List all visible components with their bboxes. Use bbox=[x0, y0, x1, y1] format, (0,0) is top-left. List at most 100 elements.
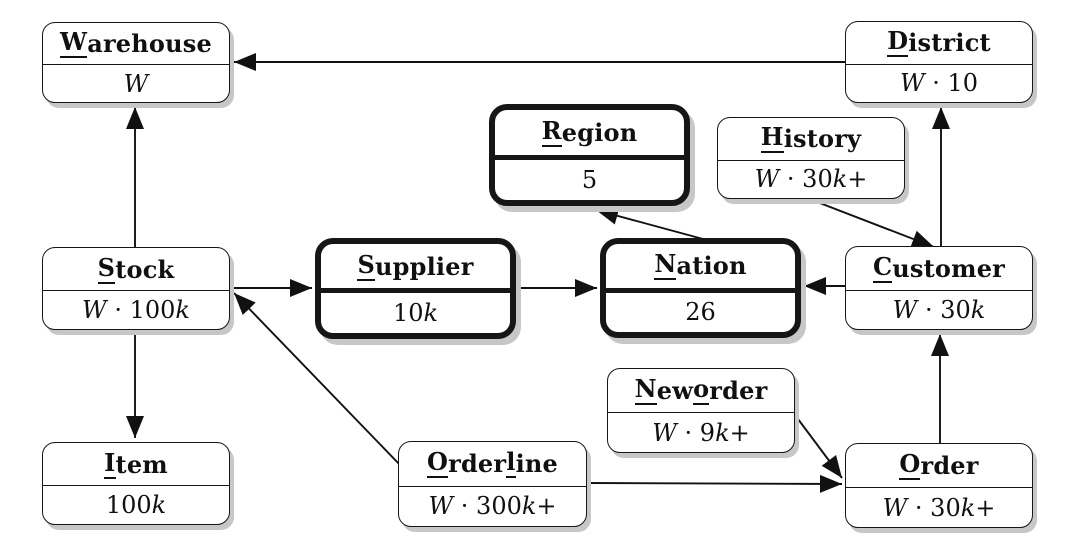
cardinality-text: + bbox=[975, 493, 996, 522]
cardinality-text: · 30 bbox=[907, 493, 961, 522]
cardinality-text: + bbox=[847, 165, 868, 194]
cardinality-text: k bbox=[423, 299, 439, 328]
cardinality-text: W bbox=[754, 165, 780, 194]
title-key-letter: H bbox=[760, 122, 784, 154]
cardinality-text: W bbox=[82, 296, 107, 325]
cardinality-text: · 100 bbox=[106, 296, 176, 325]
cardinality-text: W bbox=[899, 69, 925, 98]
title-text: ew bbox=[656, 376, 694, 406]
title-key-letter: O bbox=[899, 449, 921, 481]
cardinality-text: + bbox=[536, 492, 557, 521]
arrow-nation-to-region bbox=[595, 207, 704, 240]
cardinality-text: 5 bbox=[581, 165, 598, 194]
cardinality-text: · 300 bbox=[453, 492, 522, 521]
title-key-letter: S bbox=[97, 252, 116, 284]
title-key-letter: W bbox=[60, 27, 88, 59]
cardinality-text: k bbox=[970, 295, 986, 324]
cardinality-text: · 9 bbox=[676, 418, 716, 447]
cardinality-text: k bbox=[175, 296, 190, 325]
title-key-letter: l bbox=[506, 447, 516, 479]
title-text: ation bbox=[676, 251, 747, 281]
title-text: upplier bbox=[374, 251, 474, 281]
title-key-letter: o bbox=[693, 374, 710, 406]
entity-cardinality-nation: 26 bbox=[606, 293, 795, 332]
title-text: rder bbox=[448, 449, 507, 479]
entity-cardinality-region: 5 bbox=[495, 160, 684, 200]
entity-cardinality-district: W · 10 bbox=[846, 65, 1032, 102]
cardinality-text: W bbox=[652, 418, 677, 447]
title-key-letter: N bbox=[634, 374, 657, 406]
title-text: arehouse bbox=[87, 29, 212, 59]
title-key-letter: I bbox=[104, 447, 116, 479]
cardinality-text: · 30 bbox=[917, 295, 971, 324]
cardinality-text: · 10 bbox=[924, 69, 979, 98]
title-key-letter: R bbox=[541, 116, 562, 147]
title-text: ustomer bbox=[892, 253, 1006, 283]
title-key-letter: S bbox=[357, 249, 375, 281]
cardinality-text: 10 bbox=[392, 299, 424, 328]
cardinality-text: k bbox=[960, 493, 976, 522]
cardinality-text: · 30 bbox=[779, 165, 833, 194]
title-text: istory bbox=[783, 124, 862, 154]
title-text: rder bbox=[920, 451, 979, 481]
cardinality-text: 26 bbox=[685, 298, 716, 327]
arrow-orderline-to-order bbox=[586, 474, 843, 493]
title-key-letter: D bbox=[887, 26, 909, 58]
cardinality-text: k bbox=[715, 418, 730, 447]
arrow-orderline-to-stock bbox=[233, 292, 402, 467]
cardinality-text: k bbox=[521, 492, 537, 521]
cardinality-text: + bbox=[729, 418, 750, 447]
arrow-history-to-customer bbox=[811, 199, 935, 248]
cardinality-text: W bbox=[428, 492, 454, 521]
title-key-letter: C bbox=[872, 251, 893, 283]
title-text: tock bbox=[115, 254, 175, 284]
cardinality-text: k bbox=[832, 165, 848, 194]
title-key-letter: O bbox=[426, 447, 449, 479]
title-text: tem bbox=[115, 449, 168, 479]
title-text: ine bbox=[515, 449, 558, 479]
cardinality-text: W bbox=[882, 493, 908, 522]
cardinality-text: W bbox=[123, 69, 149, 98]
title-key-letter: N bbox=[654, 249, 677, 281]
title-text: rder bbox=[709, 376, 768, 406]
title-text: egion bbox=[561, 117, 638, 147]
cardinality-text: k bbox=[151, 491, 167, 520]
entity-cardinality-warehouse: W bbox=[43, 65, 229, 102]
title-text: istrict bbox=[908, 28, 991, 58]
cardinality-text: 100 bbox=[105, 491, 152, 520]
